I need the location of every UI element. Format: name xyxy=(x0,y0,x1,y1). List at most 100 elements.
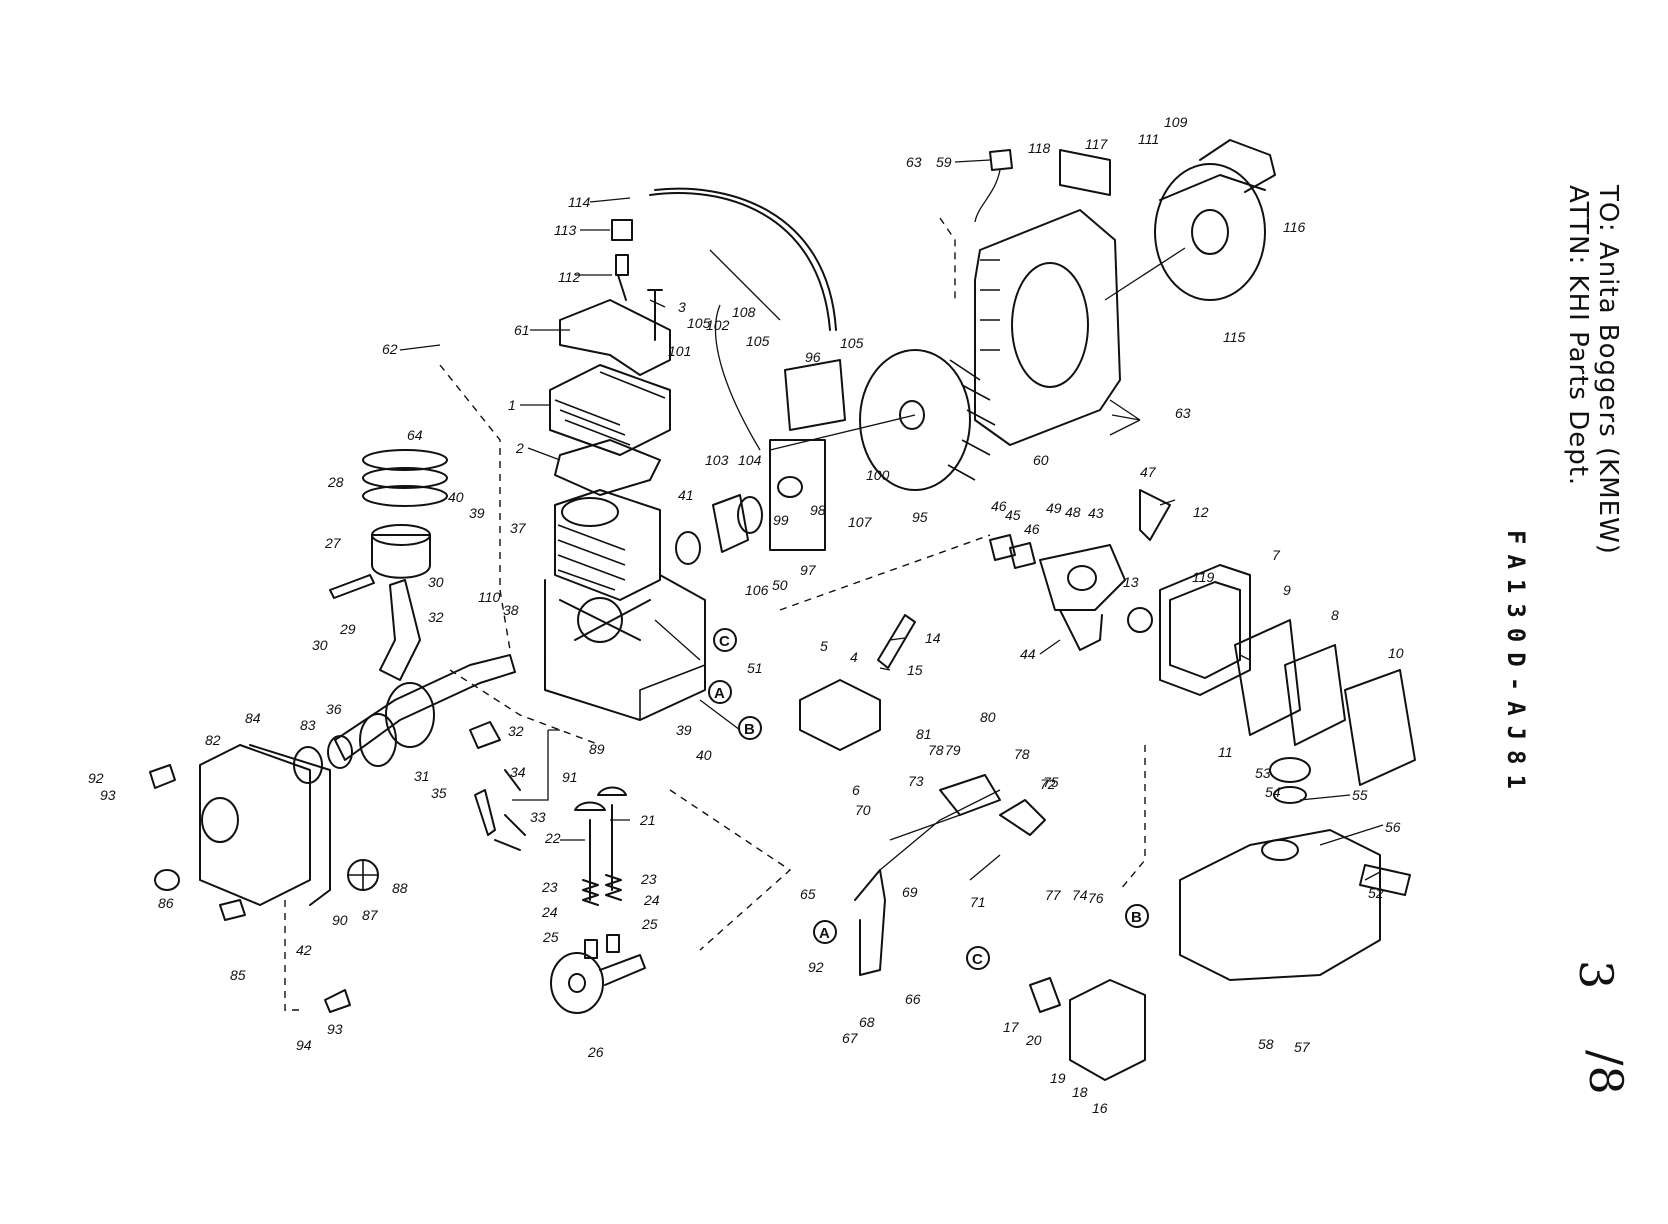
part-number-label: 25 xyxy=(641,916,658,932)
part-number-label: 6 xyxy=(852,782,860,798)
part-number-label: 110 xyxy=(478,589,501,605)
part-number-label: 15 xyxy=(907,662,923,678)
part-number-label: 74 xyxy=(1072,887,1088,903)
part-number-label: 49 xyxy=(1046,500,1062,516)
part-number-label: 91 xyxy=(562,769,578,785)
part-number-label: 93 xyxy=(327,1021,343,1037)
part-number-label: 32 xyxy=(508,723,524,739)
part-number-label: 4 xyxy=(850,649,858,665)
part-number-label: 31 xyxy=(414,768,430,784)
part-number-label: 63 xyxy=(906,154,922,170)
part-number-label: 43 xyxy=(1088,505,1104,521)
part-number-label: 23 xyxy=(640,871,657,887)
part-number-label: 34 xyxy=(510,764,526,780)
part-number-label: 24 xyxy=(541,904,558,920)
carburetor xyxy=(1039,544,1126,611)
part-number-label: 21 xyxy=(639,812,656,828)
part-number-label: 113 xyxy=(554,222,577,238)
callout-letter: B xyxy=(1131,909,1142,926)
part-number-label: 46 xyxy=(991,498,1007,514)
part-number-label: 13 xyxy=(1123,574,1139,590)
handwritten-note: TO: Anita Boggers (KMEW) ATTN: KHI Parts… xyxy=(1563,184,1623,555)
part-number-label: 62 xyxy=(382,341,398,357)
part-number-label: 93 xyxy=(100,787,116,803)
part-number-label: 57 xyxy=(1294,1039,1311,1055)
part-number-label: 92 xyxy=(88,770,104,786)
part-number-label: 82 xyxy=(205,732,221,748)
part-number-label: 67 xyxy=(842,1030,859,1046)
part-number-label: 96 xyxy=(805,349,821,365)
note-line-1: TO: Anita Boggers (KMEW) xyxy=(1593,184,1623,555)
part-number-label: 42 xyxy=(296,942,312,958)
part-number-label: 1 xyxy=(508,397,516,413)
part-number-label: 116 xyxy=(1283,219,1306,235)
part-number-label: 16 xyxy=(1092,1100,1108,1116)
part-number-label: 2 xyxy=(515,440,524,456)
part-number-label: 36 xyxy=(326,701,342,717)
part-number-label: 75 xyxy=(1043,774,1059,790)
callout-C-cylinder: C xyxy=(713,628,737,652)
part-number-label: 112 xyxy=(558,269,581,285)
part-number-label: 69 xyxy=(902,884,918,900)
part-number-label: 56 xyxy=(1385,819,1401,835)
crankshaft xyxy=(334,654,516,761)
part-number-label: 52 xyxy=(1368,885,1384,901)
part-number-label: 102 xyxy=(706,317,730,333)
air-cleaner-cover xyxy=(1344,669,1416,786)
part-number-label: 48 xyxy=(1065,504,1081,520)
page-number: 3 xyxy=(1569,960,1623,989)
part-number-label: 107 xyxy=(848,514,873,530)
part-number-label: 89 xyxy=(589,741,605,757)
part-number-label: 86 xyxy=(158,895,174,911)
part-number-label: 11 xyxy=(1218,744,1233,760)
callout-B-cylinder: B xyxy=(738,716,762,740)
part-number-label: 32 xyxy=(428,609,444,625)
part-number-label: 84 xyxy=(245,710,261,726)
part-number-label: 39 xyxy=(676,722,692,738)
part-number-label: 27 xyxy=(324,535,342,551)
model-label: FA130D-AJ81 xyxy=(1502,530,1530,799)
part-number-label: 83 xyxy=(300,717,316,733)
part-number-label: 66 xyxy=(905,991,921,1007)
callout-letter: C xyxy=(719,633,730,650)
part-number-labels: 1 2 3 4 5 6 7 8 9 10 11 12 13 14 15 16 1… xyxy=(88,114,1404,1116)
callout-B-tank: B xyxy=(1125,904,1149,928)
part-number-label: 58 xyxy=(1258,1036,1274,1052)
part-number-label: 76 xyxy=(1088,890,1104,906)
part-number-label: 53 xyxy=(1255,765,1271,781)
part-number-label: 3 xyxy=(678,299,686,315)
part-number-label: 17 xyxy=(1003,1019,1020,1035)
leader-lines xyxy=(399,159,1384,881)
part-number-label: 9 xyxy=(1283,582,1291,598)
part-number-label: 115 xyxy=(1223,329,1246,345)
part-number-label: 50 xyxy=(772,577,788,593)
part-number-label: 26 xyxy=(587,1044,604,1060)
part-number-label: 87 xyxy=(362,907,379,923)
part-number-label: 92 xyxy=(808,959,824,975)
piston-rings xyxy=(362,449,448,507)
part-number-label: 64 xyxy=(407,427,423,443)
part-number-label: 105 xyxy=(687,315,711,331)
part-number-label: 40 xyxy=(696,747,712,763)
callout-letter: B xyxy=(744,721,755,738)
piston xyxy=(371,534,431,579)
part-number-label: 25 xyxy=(542,929,559,945)
part-number-label: 73 xyxy=(908,773,924,789)
part-number-label: 78 xyxy=(1014,746,1030,762)
part-number-label: 54 xyxy=(1265,784,1281,800)
part-number-label: 46 xyxy=(1024,521,1040,537)
part-number-label: 22 xyxy=(544,830,561,846)
part-number-label: 108 xyxy=(732,304,756,320)
ignition-module-box xyxy=(769,439,826,551)
part-number-label: 106 xyxy=(745,582,769,598)
part-number-label: 55 xyxy=(1352,787,1368,803)
recoil-starter xyxy=(1154,139,1276,301)
part-number-label: 63 xyxy=(1175,405,1191,421)
part-number-label: 19 xyxy=(1050,1070,1066,1086)
part-number-label: 23 xyxy=(541,879,558,895)
callout-letter: A xyxy=(819,925,830,942)
part-number-label: 10 xyxy=(1388,645,1404,661)
air-cleaner-case xyxy=(1159,564,1251,696)
part-number-label: 77 xyxy=(1045,887,1062,903)
